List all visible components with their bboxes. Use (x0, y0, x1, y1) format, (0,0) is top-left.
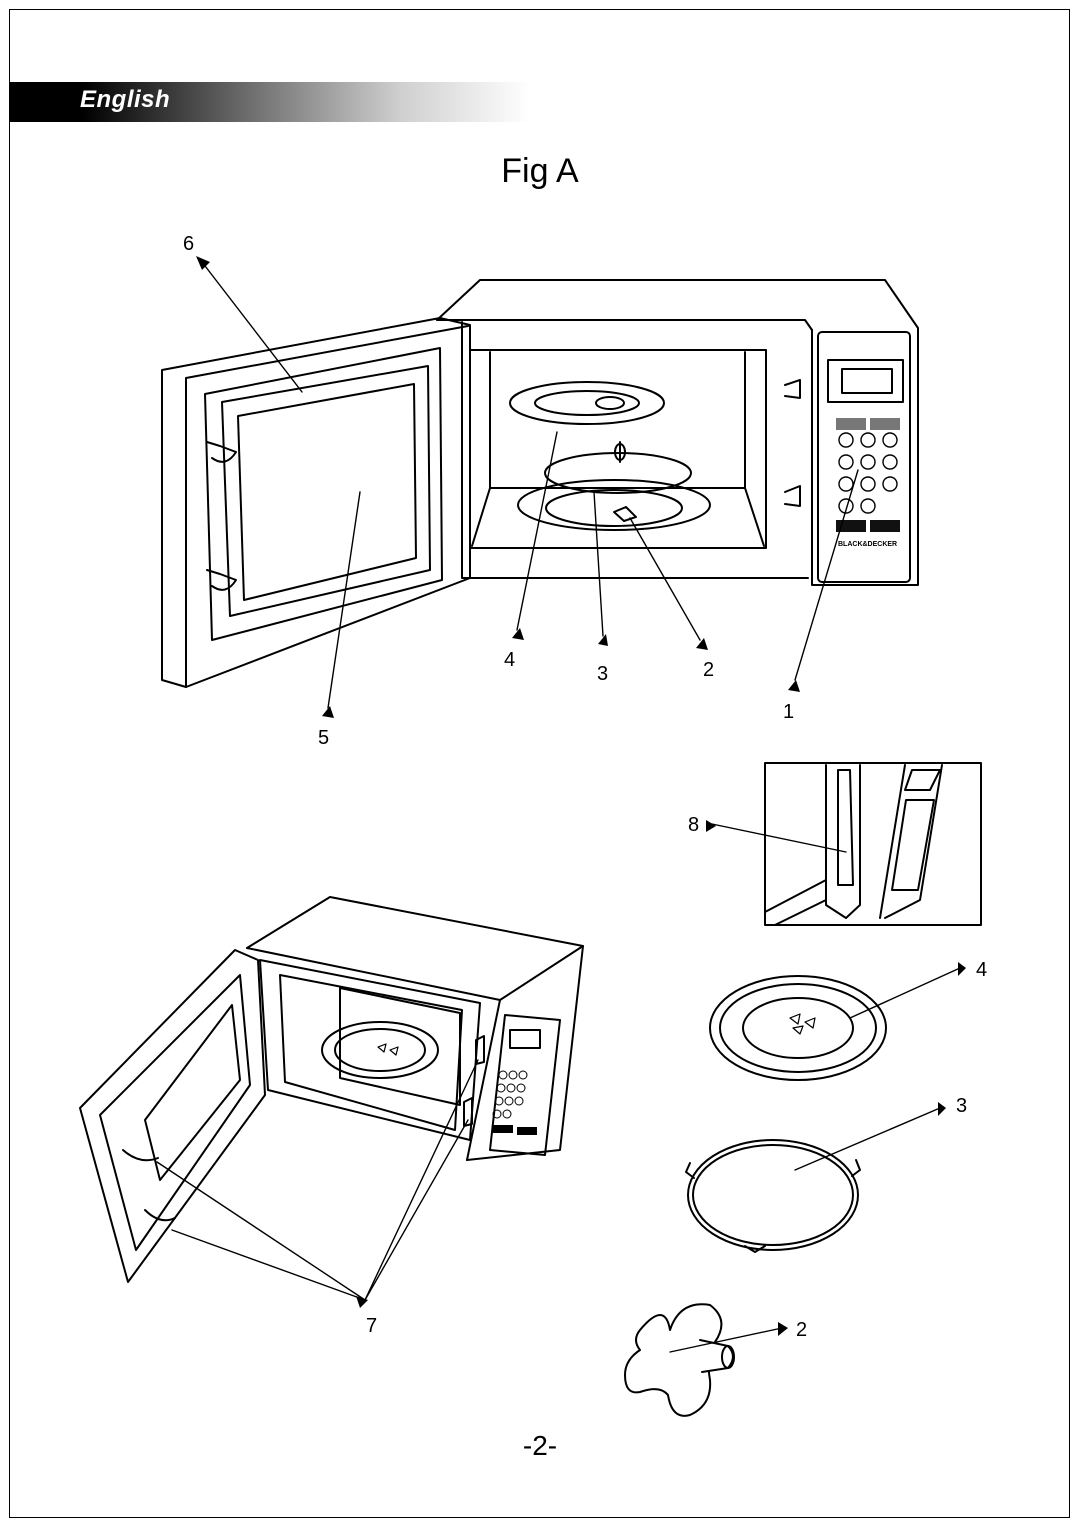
glass-tray-part (709, 967, 961, 1081)
turntable-base (517, 479, 711, 531)
language-label: English (80, 86, 171, 113)
microwave-perspective-view (79, 896, 584, 1283)
callout-2: 2 (703, 659, 714, 681)
oven-cavity (469, 349, 767, 549)
latch-holes (784, 379, 801, 507)
leader-lines-top (201, 261, 859, 709)
callout-numbers: 6 5 4 3 2 1 8 4 3 2 7 (183, 233, 987, 1341)
figure-title: Fig A (501, 152, 579, 190)
brand-logo: BLACK&DECKER (838, 541, 897, 548)
roller-ring (544, 452, 692, 494)
callout-6: 6 (183, 233, 194, 255)
leader-lines-7 (156, 1059, 479, 1301)
display-window (827, 359, 904, 403)
callout-3-ring: 3 (956, 1095, 967, 1117)
arrowheads (196, 256, 966, 1336)
callout-3: 3 (597, 663, 608, 685)
door-latches (206, 441, 237, 591)
callout-1: 1 (783, 701, 794, 723)
callout-2-coupler: 2 (796, 1319, 807, 1341)
front-opening (259, 959, 481, 1141)
coupler (613, 506, 637, 522)
roller-ring-part (685, 1107, 941, 1253)
callout-5: 5 (318, 727, 329, 749)
coupler-part (624, 1303, 783, 1417)
callout-8: 8 (688, 814, 699, 836)
cabinet-outline (436, 279, 919, 586)
number-keys (838, 432, 898, 514)
latch-detail-inset (711, 762, 982, 926)
door-frame (204, 347, 443, 641)
page-border (9, 9, 1070, 1518)
door-small (79, 949, 266, 1283)
door-window (221, 365, 431, 617)
callout-4: 4 (504, 649, 515, 671)
microwave-front-view: BLACK&DECKER (161, 279, 919, 688)
stop-key (836, 520, 866, 532)
start-key (870, 520, 900, 532)
defrost-key (870, 418, 900, 430)
callout-4-tray: 4 (976, 959, 987, 981)
glass-tray (509, 381, 665, 425)
control-panel (817, 331, 911, 583)
language-banner (10, 82, 530, 122)
door (161, 317, 471, 688)
clock-key (836, 418, 866, 430)
callout-7: 7 (366, 1315, 377, 1337)
panel-small (489, 1014, 561, 1156)
page-number: -2- (522, 1430, 558, 1461)
turntable-small (321, 1021, 439, 1079)
